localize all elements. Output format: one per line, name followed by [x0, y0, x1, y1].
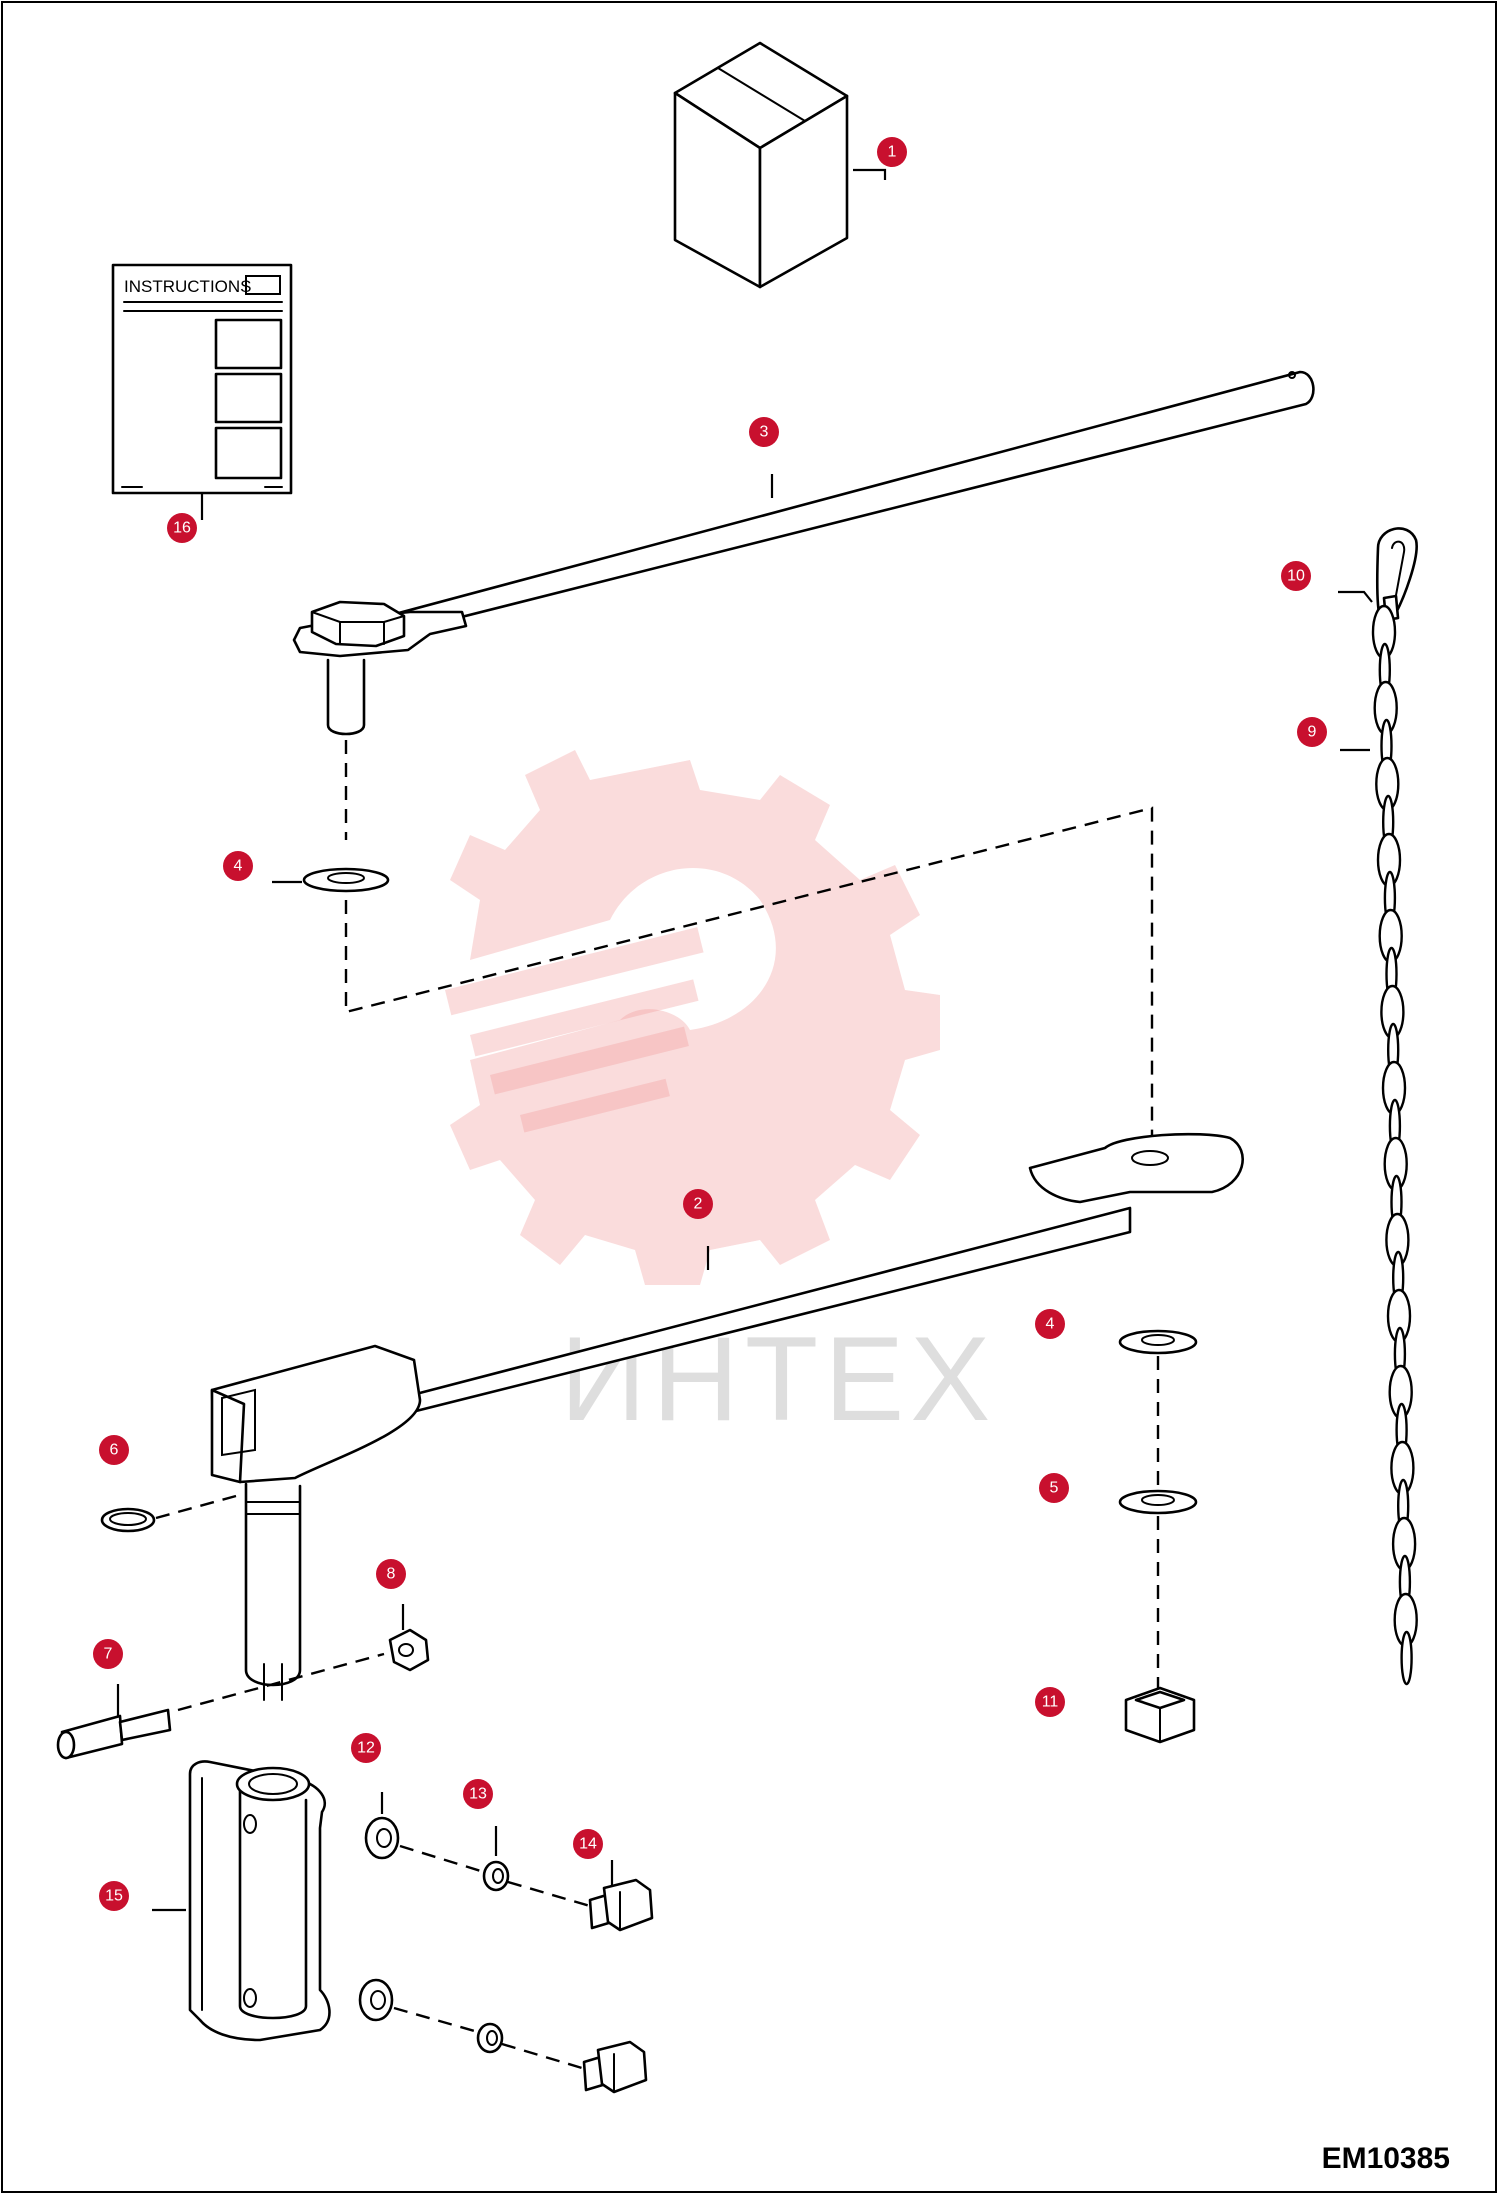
svg-text:15: 15: [105, 1888, 123, 1905]
part-3-upper-bar: [292, 370, 1315, 736]
svg-text:14: 14: [579, 1836, 597, 1853]
callout-2: 2: [683, 1189, 713, 1219]
svg-text:13: 13: [469, 1786, 487, 1803]
part-16-instruction-sheet: INSTRUCTIONS: [111, 263, 293, 495]
callout-13: 13: [463, 1779, 493, 1809]
part-11-lock-nut: [1124, 1686, 1196, 1744]
part-10-snap-hook: [1375, 527, 1418, 630]
callout-7: 7: [93, 1639, 123, 1669]
watermark-text: ИНТЕХ: [560, 1312, 996, 1446]
part-1-kit-box: [673, 41, 849, 289]
callout-4-lower: 4: [1035, 1309, 1065, 1339]
svg-text:4: 4: [234, 858, 243, 875]
callout-1: 1: [877, 137, 907, 167]
callout-4-upper: 4: [223, 851, 253, 881]
callout-10: 10: [1281, 561, 1311, 591]
svg-text:2: 2: [694, 1196, 703, 1213]
part-15-mount-bracket: [188, 1760, 331, 2042]
part-6-washer: [100, 1507, 156, 1533]
svg-text:5: 5: [1050, 1480, 1059, 1497]
part-13-lock-washer: [476, 1860, 510, 2054]
svg-text:3: 3: [760, 424, 769, 441]
callout-5: 5: [1039, 1473, 1069, 1503]
svg-text:8: 8: [387, 1566, 396, 1583]
part-12-flat-washer: [358, 1816, 400, 2022]
svg-text:11: 11: [1042, 1694, 1059, 1711]
part-5-washer: [1118, 1489, 1198, 1515]
drawing-code: EM10385: [1322, 2142, 1450, 2175]
part-4-washer-upper: [302, 867, 390, 893]
callout-3: 3: [749, 417, 779, 447]
svg-text:16: 16: [173, 520, 191, 537]
callout-8: 8: [376, 1559, 406, 1589]
part-9-chain: [1371, 604, 1418, 1686]
callout-12: 12: [351, 1733, 381, 1763]
svg-text:6: 6: [110, 1442, 119, 1459]
part-2-lower-bar: [210, 1132, 1244, 1701]
watermark-logo: [445, 750, 940, 1285]
part-14-hex-bolt: [582, 1878, 654, 2094]
svg-text:1: 1: [888, 144, 897, 161]
instructions-label: INSTRUCTIONS: [124, 277, 252, 296]
callout-11: 11: [1035, 1687, 1065, 1717]
callout-16: 16: [167, 513, 197, 543]
part-4-washer-lower: [1118, 1329, 1198, 1355]
svg-text:9: 9: [1308, 724, 1317, 741]
callout-14: 14: [573, 1829, 603, 1859]
svg-text:7: 7: [104, 1646, 113, 1663]
chain-link: [1400, 1630, 1413, 1686]
svg-text:4: 4: [1046, 1316, 1055, 1333]
svg-text:12: 12: [357, 1740, 375, 1757]
callout-6: 6: [99, 1435, 129, 1465]
part-7-cap-screw: [56, 1708, 172, 1760]
part-8-nut: [388, 1628, 430, 1672]
svg-text:10: 10: [1287, 568, 1305, 585]
callout-9: 9: [1297, 717, 1327, 747]
callout-15: 15: [99, 1881, 129, 1911]
